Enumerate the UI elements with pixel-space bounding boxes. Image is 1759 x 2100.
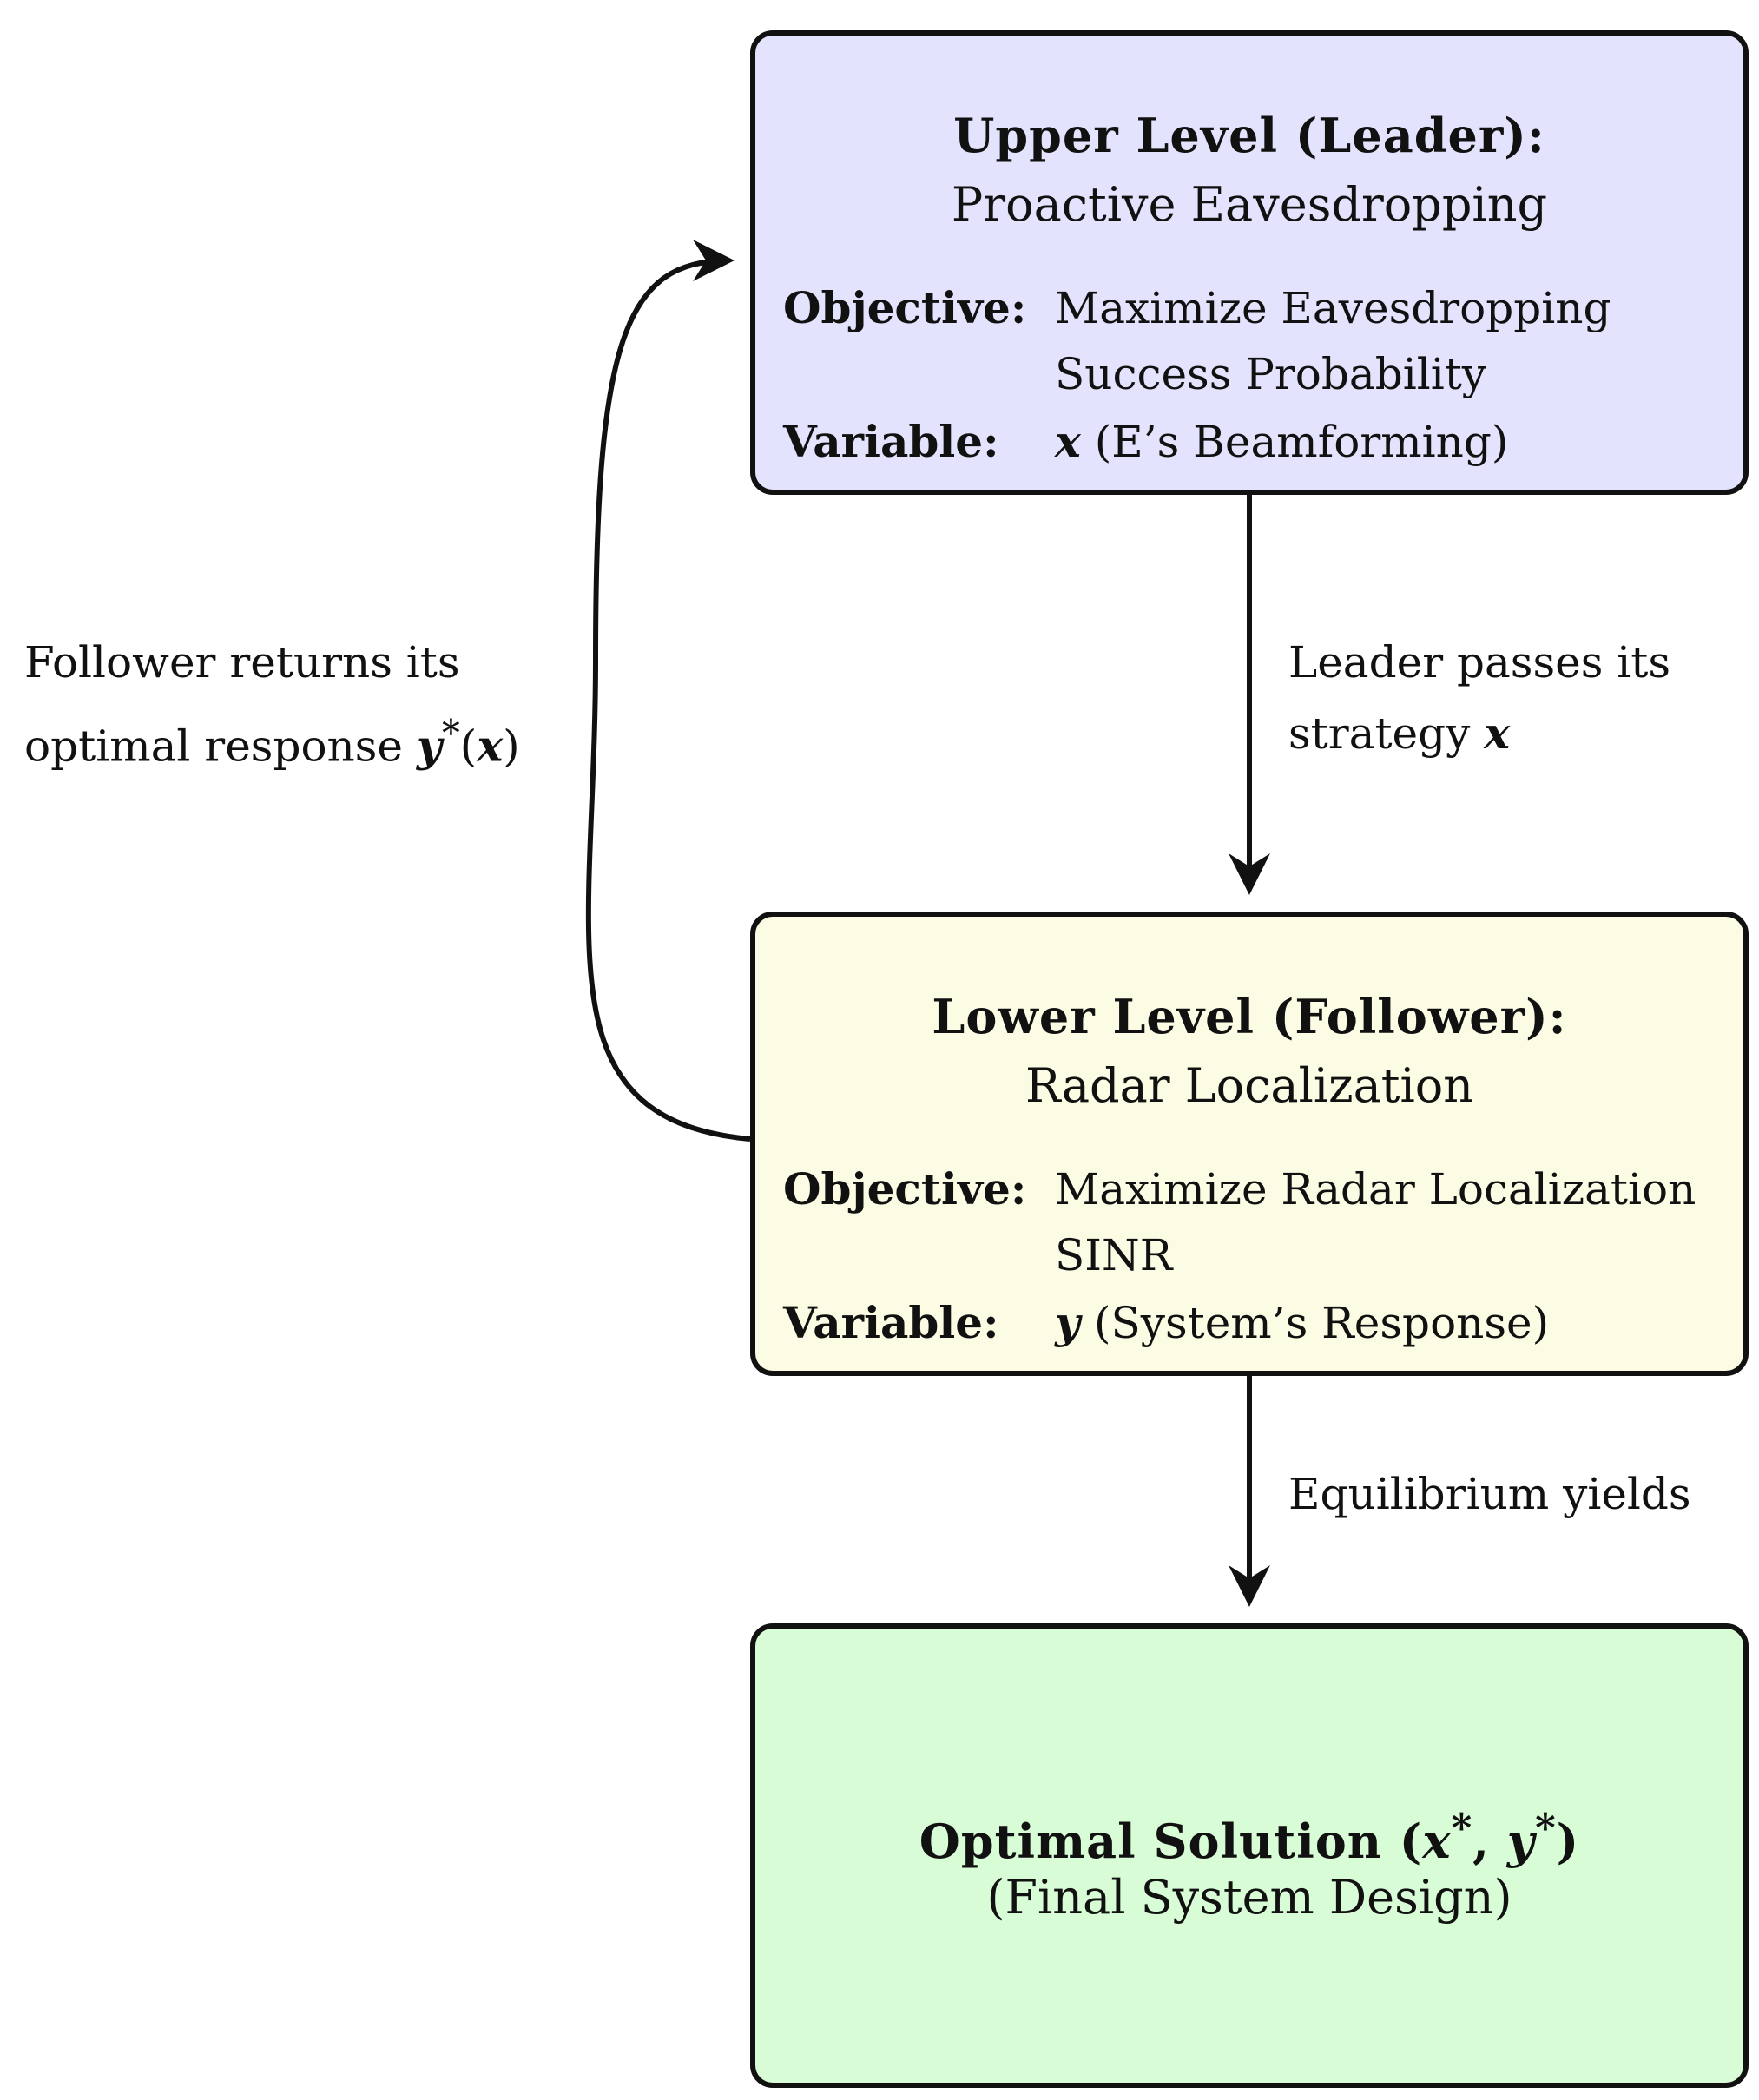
optimal-x-star: * [1451, 1805, 1473, 1851]
follower-label-text: optimal response [24, 721, 417, 772]
follower-returns-label: Follower returns its optimal response y*… [24, 627, 520, 782]
follower-close-paren: ) [503, 721, 520, 772]
lower-variable-symbol: y [1055, 1297, 1081, 1348]
upper-objective-label: Objective: [783, 282, 1027, 333]
follower-label-line1: Follower returns its [24, 637, 460, 688]
optimal-solution-subtitle: (Final System Design) [986, 1870, 1512, 1925]
upper-level-box: Upper Level (Leader): Proactive Eavesdro… [750, 30, 1749, 495]
lower-variable-label: Variable: [783, 1297, 999, 1348]
leader-x-symbol: x [1484, 708, 1511, 759]
optimal-separator: , [1472, 1814, 1507, 1869]
follower-x-symbol: x [477, 720, 504, 772]
upper-variable-label: Variable: [783, 416, 999, 467]
leader-label-text: strategy [1288, 708, 1485, 759]
leader-label-line1: Leader passes its [1288, 637, 1671, 688]
lower-objective-text: Maximize Radar Localization SINR [1055, 1164, 1696, 1280]
upper-variable-text: (E’s Beamforming) [1080, 417, 1509, 467]
optimal-y-star: * [1535, 1805, 1557, 1851]
optimal-solution-box: Optimal Solution (x*, y*) (Final System … [750, 1623, 1749, 2088]
lower-variable-value: y (System’s Response) [1055, 1290, 1723, 1356]
upper-objective-text: Maximize Eavesdropping Success Probabili… [1055, 283, 1611, 399]
lower-level-box: Lower Level (Follower): Radar Localizati… [750, 912, 1749, 1376]
leader-passes-label: Leader passes its strategy x [1288, 627, 1670, 769]
optimal-solution-title-text: Optimal Solution ( [919, 1814, 1423, 1869]
upper-variable-value: x (E’s Beamforming) [1055, 409, 1723, 475]
optimal-x-symbol: x [1422, 1814, 1452, 1869]
lower-variable-text: (System’s Response) [1080, 1298, 1550, 1348]
follower-y-star: * [441, 712, 460, 754]
leader-label-line2: strategy x [1288, 698, 1670, 769]
optimal-close-paren: ) [1556, 1814, 1580, 1869]
follower-open-paren: ( [459, 721, 478, 772]
optimal-solution-title: Optimal Solution (x*, y*) [755, 1794, 1743, 1876]
upper-level-subtitle: Proactive Eavesdropping [951, 177, 1548, 232]
optimal-y-symbol: y [1506, 1814, 1536, 1869]
lower-level-subtitle: Radar Localization [1024, 1058, 1474, 1113]
upper-variable-symbol: x [1055, 416, 1081, 467]
follower-y-symbol: y [416, 720, 442, 772]
upper-level-title: Upper Level (Leader): [953, 108, 1545, 163]
equilibrium-yields-label: Equilibrium yields [1288, 1469, 1691, 1519]
lower-objective-label: Objective: [783, 1163, 1027, 1215]
follower-label-line2: optimal response y*(x) [24, 698, 520, 782]
arrow-lower-back-to-upper [585, 240, 751, 1142]
lower-level-title: Lower Level (Follower): [932, 989, 1567, 1044]
